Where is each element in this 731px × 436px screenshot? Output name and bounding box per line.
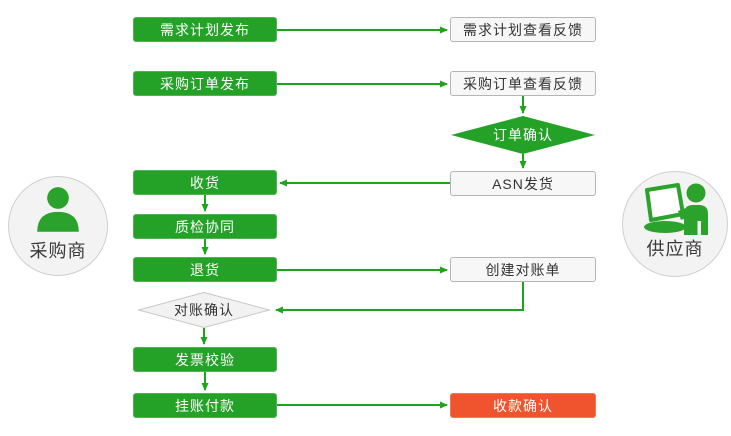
node-order-confirm: 订单确认 xyxy=(451,116,595,154)
node-order-confirm-label: 订单确认 xyxy=(493,127,553,143)
node-statement-confirm-label: 对账确认 xyxy=(174,302,234,318)
node-payment-on-account: 挂账付款 xyxy=(133,393,277,418)
node-invoice-check: 发票校验 xyxy=(133,347,277,372)
node-demand-plan-feedback: 需求计划查看反馈 xyxy=(450,17,596,42)
node-po-feedback: 采购订单查看反馈 xyxy=(450,71,596,96)
person-with-laptop-icon xyxy=(644,183,708,235)
node-receive-goods: 收货 xyxy=(133,170,277,195)
diamond-shape xyxy=(136,291,272,329)
node-statement-confirm: 对账确认 xyxy=(136,291,272,329)
actor-supplier: 供应商 xyxy=(622,171,728,277)
node-po-publish: 采购订单发布 xyxy=(133,71,277,96)
diamond-shape xyxy=(451,116,595,154)
node-create-statement: 创建对账单 xyxy=(450,257,596,282)
node-quality-inspection: 质检协同 xyxy=(133,214,277,239)
actor-supplier-label: 供应商 xyxy=(646,239,704,259)
node-payment-confirm: 收款确认 xyxy=(450,393,596,418)
node-asn-ship: ASN发货 xyxy=(450,171,596,196)
node-return-goods: 退货 xyxy=(133,257,277,282)
actor-buyer-label: 采购商 xyxy=(29,241,87,261)
person-bust-icon xyxy=(37,187,79,232)
actor-buyer: 采购商 xyxy=(8,176,108,276)
node-demand-plan-publish: 需求计划发布 xyxy=(133,17,277,42)
